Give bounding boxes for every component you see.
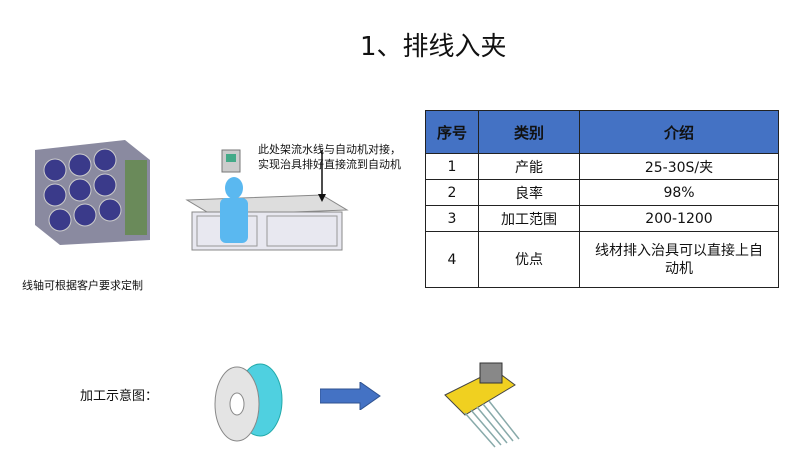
table-row: 4 优点 线材排入治具可以直接上自动机 xyxy=(425,231,779,288)
machine-note-line1: 此处架流水线与自动机对接， xyxy=(258,143,401,156)
cell-index: 1 xyxy=(425,153,479,180)
machine-note-line2: 实现治具排好直接流到自动机 xyxy=(258,158,401,171)
machine-note: 此处架流水线与自动机对接， 实现治具排好直接流到自动机 xyxy=(258,142,401,172)
cell-index: 3 xyxy=(425,205,479,232)
wire-spool-image xyxy=(214,363,283,442)
cell-description: 25-30S/夹 xyxy=(579,153,779,180)
cell-category: 产能 xyxy=(478,153,580,180)
table-row: 3 加工范围 200-1200 xyxy=(425,205,779,232)
process-label: 加工示意图： xyxy=(80,389,159,404)
cell-description: 200-1200 xyxy=(579,205,779,232)
reel-rack-image xyxy=(35,140,150,245)
cell-description: 线材排入治具可以直接上自动机 xyxy=(579,231,779,288)
slide-title: 1、排线入夹 xyxy=(360,32,507,62)
cell-category: 良率 xyxy=(478,179,580,206)
cell-description: 98% xyxy=(579,179,779,206)
fixture-with-wires-image xyxy=(444,362,520,448)
cell-category: 加工范围 xyxy=(478,205,580,232)
table-row: 2 良率 98% xyxy=(425,179,779,206)
cell-category: 优点 xyxy=(478,231,580,288)
cell-index: 4 xyxy=(425,231,479,288)
table-row: 1 产能 25-30S/夹 xyxy=(425,153,779,180)
table-header-row: 序号 类别 介绍 xyxy=(425,110,779,154)
header-category: 类别 xyxy=(478,110,580,154)
arrow-right-icon xyxy=(320,382,381,410)
cell-index: 2 xyxy=(425,179,479,206)
reel-note: 线轴可根据客户要求定制 xyxy=(22,279,143,292)
header-description: 介绍 xyxy=(579,110,779,154)
header-index: 序号 xyxy=(425,110,479,154)
spec-table: 序号 类别 介绍 1 产能 25-30S/夹 2 良率 98% 3 加工范围 2… xyxy=(425,110,779,288)
assembly-machine-image xyxy=(185,149,349,251)
